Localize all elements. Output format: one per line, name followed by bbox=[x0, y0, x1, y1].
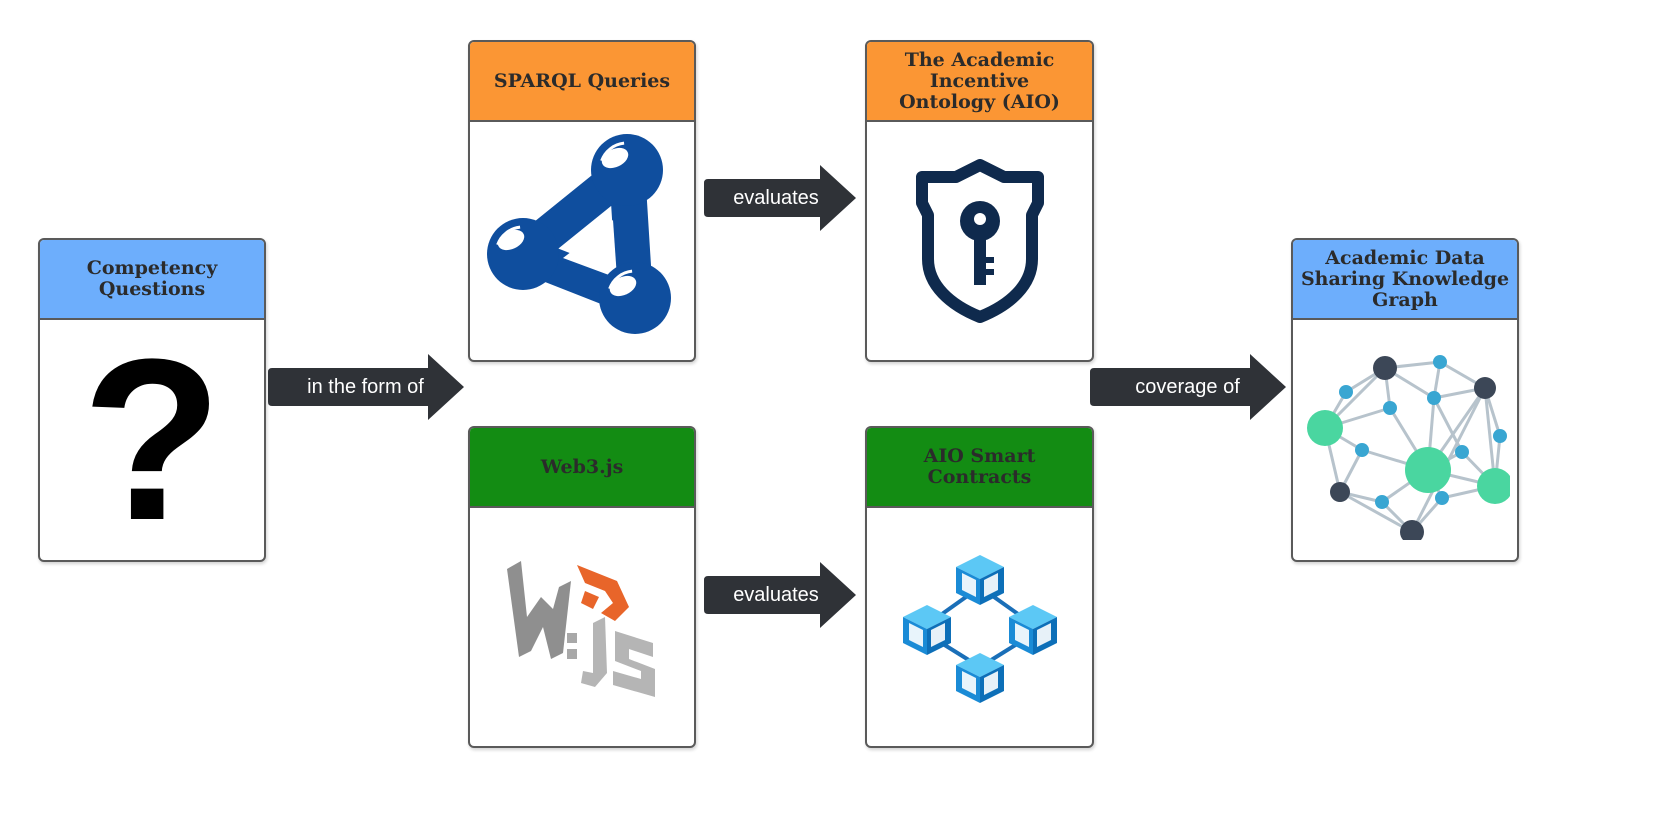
arrow-coverage-of: coverage of bbox=[1090, 350, 1290, 424]
card-header-web3js: Web3.js bbox=[470, 428, 694, 508]
web3js-logo-icon bbox=[507, 561, 655, 697]
arrow-label-coverage-of: coverage of bbox=[1135, 375, 1240, 398]
card-aio-ontology: The Academic Incentive Ontology (AIO) bbox=[865, 40, 1094, 362]
card-header-competency-questions: Competency Questions bbox=[40, 240, 264, 320]
blockchain-cubes-icon bbox=[902, 555, 1057, 703]
card-body-competency-questions: ? bbox=[40, 320, 264, 560]
card-title-aio-smart-contracts: AIO Smart Contracts bbox=[923, 445, 1036, 488]
card-title-competency-questions: Competency Questions bbox=[86, 257, 218, 300]
card-header-aio-smart-contracts: AIO Smart Contracts bbox=[867, 428, 1092, 508]
card-title-sparql-queries: SPARQL Queries bbox=[493, 69, 671, 92]
card-header-sparql-queries: SPARQL Queries bbox=[470, 42, 694, 122]
card-header-aio-ontology: The Academic Incentive Ontology (AIO) bbox=[867, 42, 1092, 122]
card-body-aio-ontology bbox=[867, 122, 1092, 360]
question-mark-icon: ? bbox=[81, 311, 223, 562]
arrow-shape bbox=[704, 165, 856, 231]
card-body-web3js bbox=[470, 508, 694, 746]
card-aio-smart-contracts: AIO Smart Contracts bbox=[865, 426, 1094, 748]
card-header-knowledge-graph: Academic Data Sharing Knowledge Graph bbox=[1293, 240, 1517, 320]
network-graph-icon bbox=[1307, 355, 1510, 540]
card-competency-questions: Competency Questions ? bbox=[38, 238, 266, 562]
arrow-shape bbox=[268, 354, 464, 420]
card-knowledge-graph: Academic Data Sharing Knowledge Graph bbox=[1291, 238, 1519, 562]
card-sparql-queries: SPARQL Queries bbox=[468, 40, 696, 362]
shield-key-icon bbox=[915, 159, 1044, 323]
card-title-aio-ontology: The Academic Incentive Ontology (AIO) bbox=[899, 48, 1060, 113]
arrow-evaluates-bottom: evaluates bbox=[704, 558, 858, 632]
card-body-aio-smart-contracts bbox=[867, 508, 1092, 746]
arrow-in-the-form-of: in the form of bbox=[268, 350, 468, 424]
card-body-sparql-queries bbox=[470, 122, 694, 360]
arrow-label-evaluates-bottom: evaluates bbox=[733, 583, 819, 606]
card-title-knowledge-graph: Academic Data Sharing Knowledge Graph bbox=[1300, 246, 1510, 311]
arrow-label-in-the-form-of: in the form of bbox=[307, 375, 424, 398]
arrow-label-evaluates-top: evaluates bbox=[733, 186, 819, 209]
arrow-shape bbox=[704, 562, 856, 628]
arrow-evaluates-top: evaluates bbox=[704, 161, 858, 235]
sparql-logo-icon bbox=[487, 134, 671, 334]
card-title-web3js: Web3.js bbox=[540, 455, 624, 478]
arrow-shape bbox=[1090, 354, 1286, 420]
card-body-knowledge-graph bbox=[1293, 320, 1517, 560]
card-web3js: Web3.js bbox=[468, 426, 696, 748]
